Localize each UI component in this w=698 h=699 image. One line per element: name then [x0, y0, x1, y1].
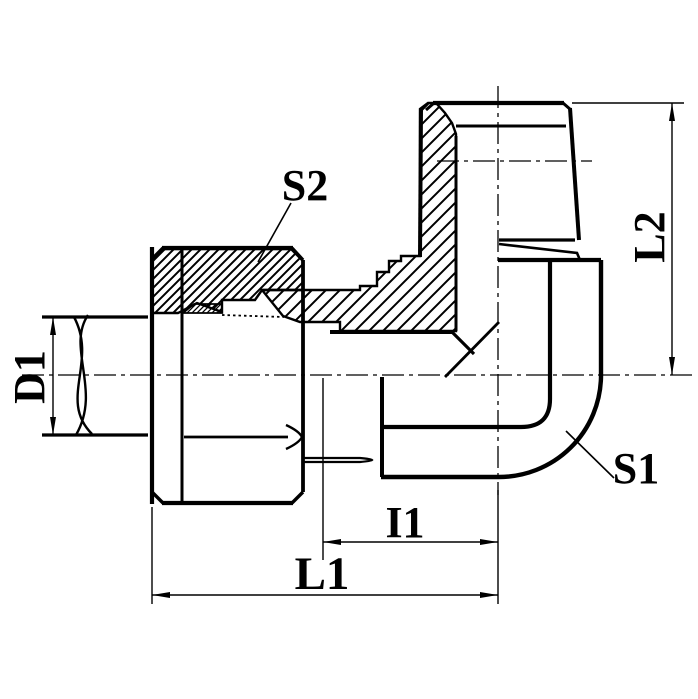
- body-section-hatch: [259, 101, 458, 333]
- elbow-outer-curve: [381, 260, 604, 480]
- label-s1: S1: [613, 444, 659, 493]
- l1-arrow-left: [152, 592, 170, 598]
- label-s2: S2: [282, 161, 328, 210]
- tube-outline: [42, 315, 148, 437]
- elbow-curve: [380, 260, 604, 480]
- tube: [42, 314, 148, 437]
- tube-break-curve: [72, 314, 93, 436]
- d1-arrow-top: [50, 317, 56, 335]
- l1-arrow-right: [480, 592, 498, 598]
- body-hex-flat-point: [303, 456, 374, 464]
- centerlines: [22, 86, 692, 495]
- l2-arrow-top: [669, 103, 675, 121]
- dimension-arrows: [50, 103, 675, 598]
- s2-leader-line: [257, 202, 292, 263]
- ferrule-section-hatch: [180, 303, 223, 314]
- nut-thread-crest-dotted: [221, 314, 285, 318]
- i1-arrow-right: [480, 539, 498, 545]
- leader-lines: [257, 202, 615, 479]
- l2-arrow-bottom: [669, 357, 675, 375]
- flange-slant-line: [498, 242, 582, 261]
- label-l2: L2: [625, 211, 674, 262]
- i1-arrow-left: [323, 539, 341, 545]
- dimension-labels: S2 D1 L2 S1 I1 L1: [5, 161, 674, 600]
- nut-corner-chamfers: [150, 246, 305, 505]
- dimension-lines: [52, 102, 684, 604]
- elbow-inner-curve: [383, 261, 553, 430]
- nut-hex-corner-arcs: [285, 423, 304, 451]
- fitting-body: [303, 321, 500, 464]
- label-i1: I1: [385, 498, 424, 547]
- label-l1: L1: [295, 548, 350, 600]
- d1-arrow-bottom: [50, 417, 56, 435]
- s1-leader-line: [565, 430, 615, 479]
- stud-right-outer-edge: [568, 107, 581, 241]
- label-d1: D1: [5, 350, 54, 404]
- stud-left-outer-edge: [418, 109, 423, 258]
- bore-cone-diagonal: [444, 321, 500, 378]
